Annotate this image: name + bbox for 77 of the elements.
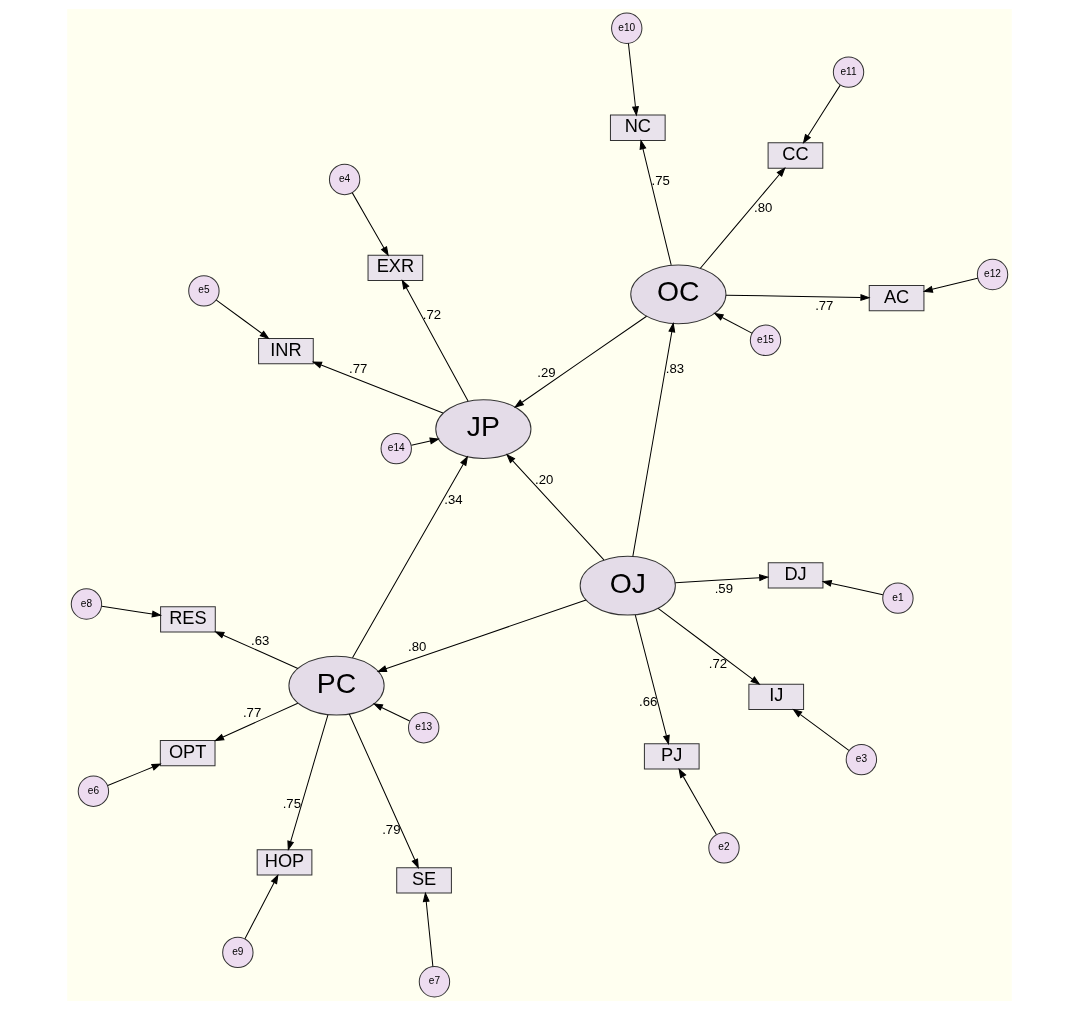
node-circle: e4	[328, 163, 361, 195]
edge-label: .72	[708, 655, 728, 671]
arrow	[639, 138, 672, 265]
node-circle: e3	[845, 743, 878, 775]
arrow	[674, 573, 770, 583]
arrow	[505, 453, 605, 560]
node-box: PJ	[643, 742, 700, 770]
arrow	[107, 763, 162, 786]
node-circle: e11	[832, 55, 865, 88]
node-circle: e10	[611, 12, 643, 44]
edge-label: .77	[815, 297, 834, 313]
node-circle: e8	[70, 587, 103, 620]
node-circle: e15	[749, 324, 782, 356]
arrow	[376, 599, 587, 672]
node-box: NC	[609, 114, 666, 141]
node-box: IJ	[748, 683, 805, 710]
edge-label: .34	[444, 491, 463, 507]
arrow	[513, 315, 648, 408]
arrow	[372, 702, 411, 721]
arrow	[821, 579, 884, 595]
node-circle: e2	[708, 831, 740, 864]
arrow	[101, 605, 162, 617]
arrow	[657, 607, 761, 685]
node-box: SE	[396, 866, 452, 894]
edge-label: .20	[535, 471, 554, 487]
edge-label: .75	[651, 172, 670, 188]
node-box: RES	[160, 605, 216, 633]
node-circle: e6	[77, 775, 110, 807]
edge-label: .29	[537, 364, 556, 380]
edge-label: .66	[639, 693, 658, 709]
arrow	[287, 713, 329, 851]
arrow	[725, 293, 871, 301]
arrow	[792, 708, 850, 751]
node-circle: e14	[380, 432, 412, 464]
node-circle: e9	[222, 936, 254, 968]
edge-label: .75	[282, 795, 301, 811]
node-box: EXR	[367, 254, 424, 281]
arrow	[627, 42, 639, 117]
node-box: OPT	[159, 739, 216, 766]
edge-label: .72	[422, 306, 442, 322]
node-circle: e7	[418, 965, 451, 997]
arrow	[802, 84, 841, 144]
arrow	[632, 321, 676, 557]
arrow	[348, 713, 419, 869]
node-box: AC	[868, 284, 925, 311]
node-box: DJ	[767, 561, 824, 589]
arrow	[699, 166, 786, 269]
edge-label: .80	[754, 199, 773, 215]
edge-label: .63	[251, 632, 270, 648]
arrow	[922, 277, 979, 293]
edge-label: .77	[242, 704, 262, 720]
edge-label: .77	[349, 360, 368, 376]
arrow	[214, 630, 299, 669]
arrow	[634, 614, 670, 745]
arrow	[352, 455, 469, 658]
edge-label: .80	[408, 638, 427, 654]
arrow	[422, 891, 434, 967]
node-circle: e13	[408, 711, 440, 743]
edge-label: .79	[382, 821, 401, 837]
arrow	[244, 873, 279, 939]
arrow	[713, 312, 753, 334]
arrow	[678, 767, 717, 835]
arrow	[214, 702, 299, 741]
node-box: INR	[258, 337, 314, 364]
arrow	[410, 437, 440, 446]
arrow	[215, 299, 270, 339]
edge-label: .59	[714, 580, 734, 596]
edge-label: .83	[665, 360, 685, 376]
node-box: CC	[767, 141, 824, 169]
arrow	[311, 360, 444, 414]
node-circle: e1	[882, 581, 914, 614]
node-box: HOP	[256, 848, 313, 876]
arrow	[351, 191, 389, 256]
arrow	[401, 278, 469, 401]
node-ellipse: OJ	[579, 555, 676, 616]
node-circle: e12	[976, 258, 1009, 290]
node-circle: e5	[188, 274, 220, 307]
